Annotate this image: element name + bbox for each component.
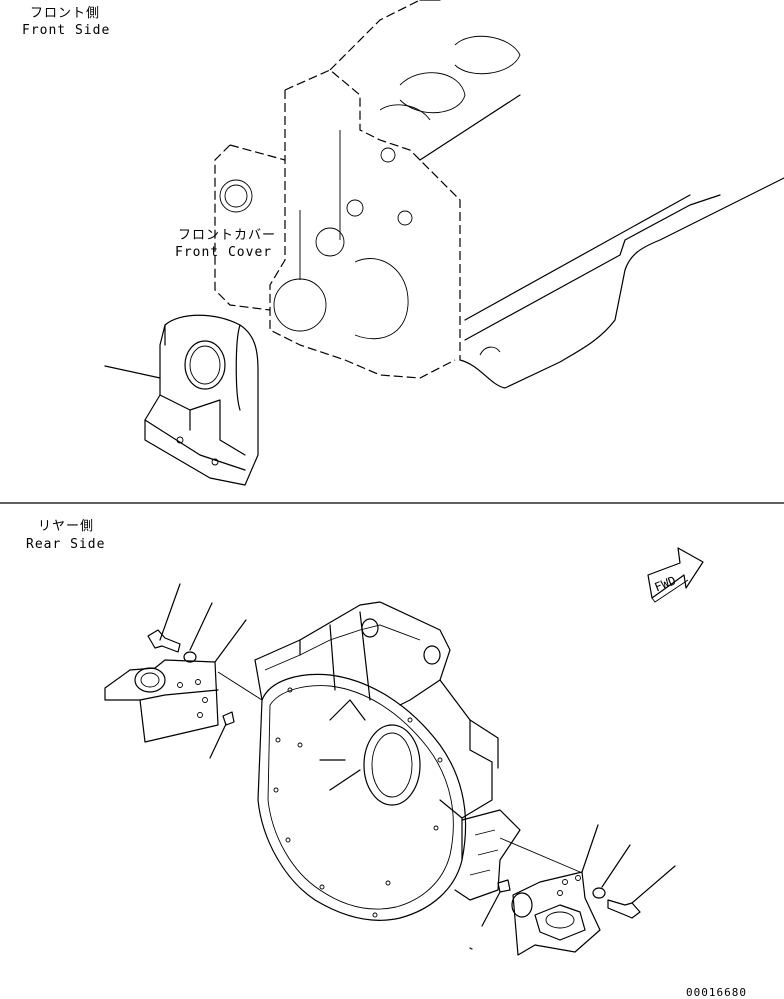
- rear-left-assembly-line: [217, 671, 263, 701]
- rear-left-bolt: [147, 583, 181, 653]
- flywheel-housing: [254, 601, 521, 921]
- rear-left-washer: [183, 602, 213, 663]
- rear-left-dowel-pin: [209, 711, 235, 759]
- rear-right-bracket: [511, 824, 601, 956]
- front-mounting-bracket: [104, 314, 259, 486]
- rear-left-bracket: [104, 659, 219, 743]
- engine-block-front: [214, 0, 461, 379]
- rear-right-washer: [592, 844, 631, 899]
- front-cover-label-jp: フロントカバー: [178, 228, 277, 243]
- rear-right-dowel-pin: [469, 879, 511, 950]
- rear-side-title-en: Rear Side: [26, 537, 106, 552]
- front-side-title-en: Front Side: [22, 23, 111, 38]
- rear-left-bracket-leader: [214, 619, 247, 663]
- rear-side-title-jp: リヤー側: [38, 519, 95, 534]
- front-cover-label-en: Front Cover: [175, 245, 273, 260]
- figure-id: 00016680: [686, 986, 747, 999]
- front-side-title-jp: フロント側: [30, 6, 101, 21]
- rear-right-bolt: [607, 865, 676, 919]
- rear-right-assembly-line: [499, 837, 581, 873]
- fwd-arrow-icon: FWD: [647, 547, 704, 603]
- engine-block-body: [379, 0, 784, 389]
- fwd-label: FWD: [653, 573, 678, 594]
